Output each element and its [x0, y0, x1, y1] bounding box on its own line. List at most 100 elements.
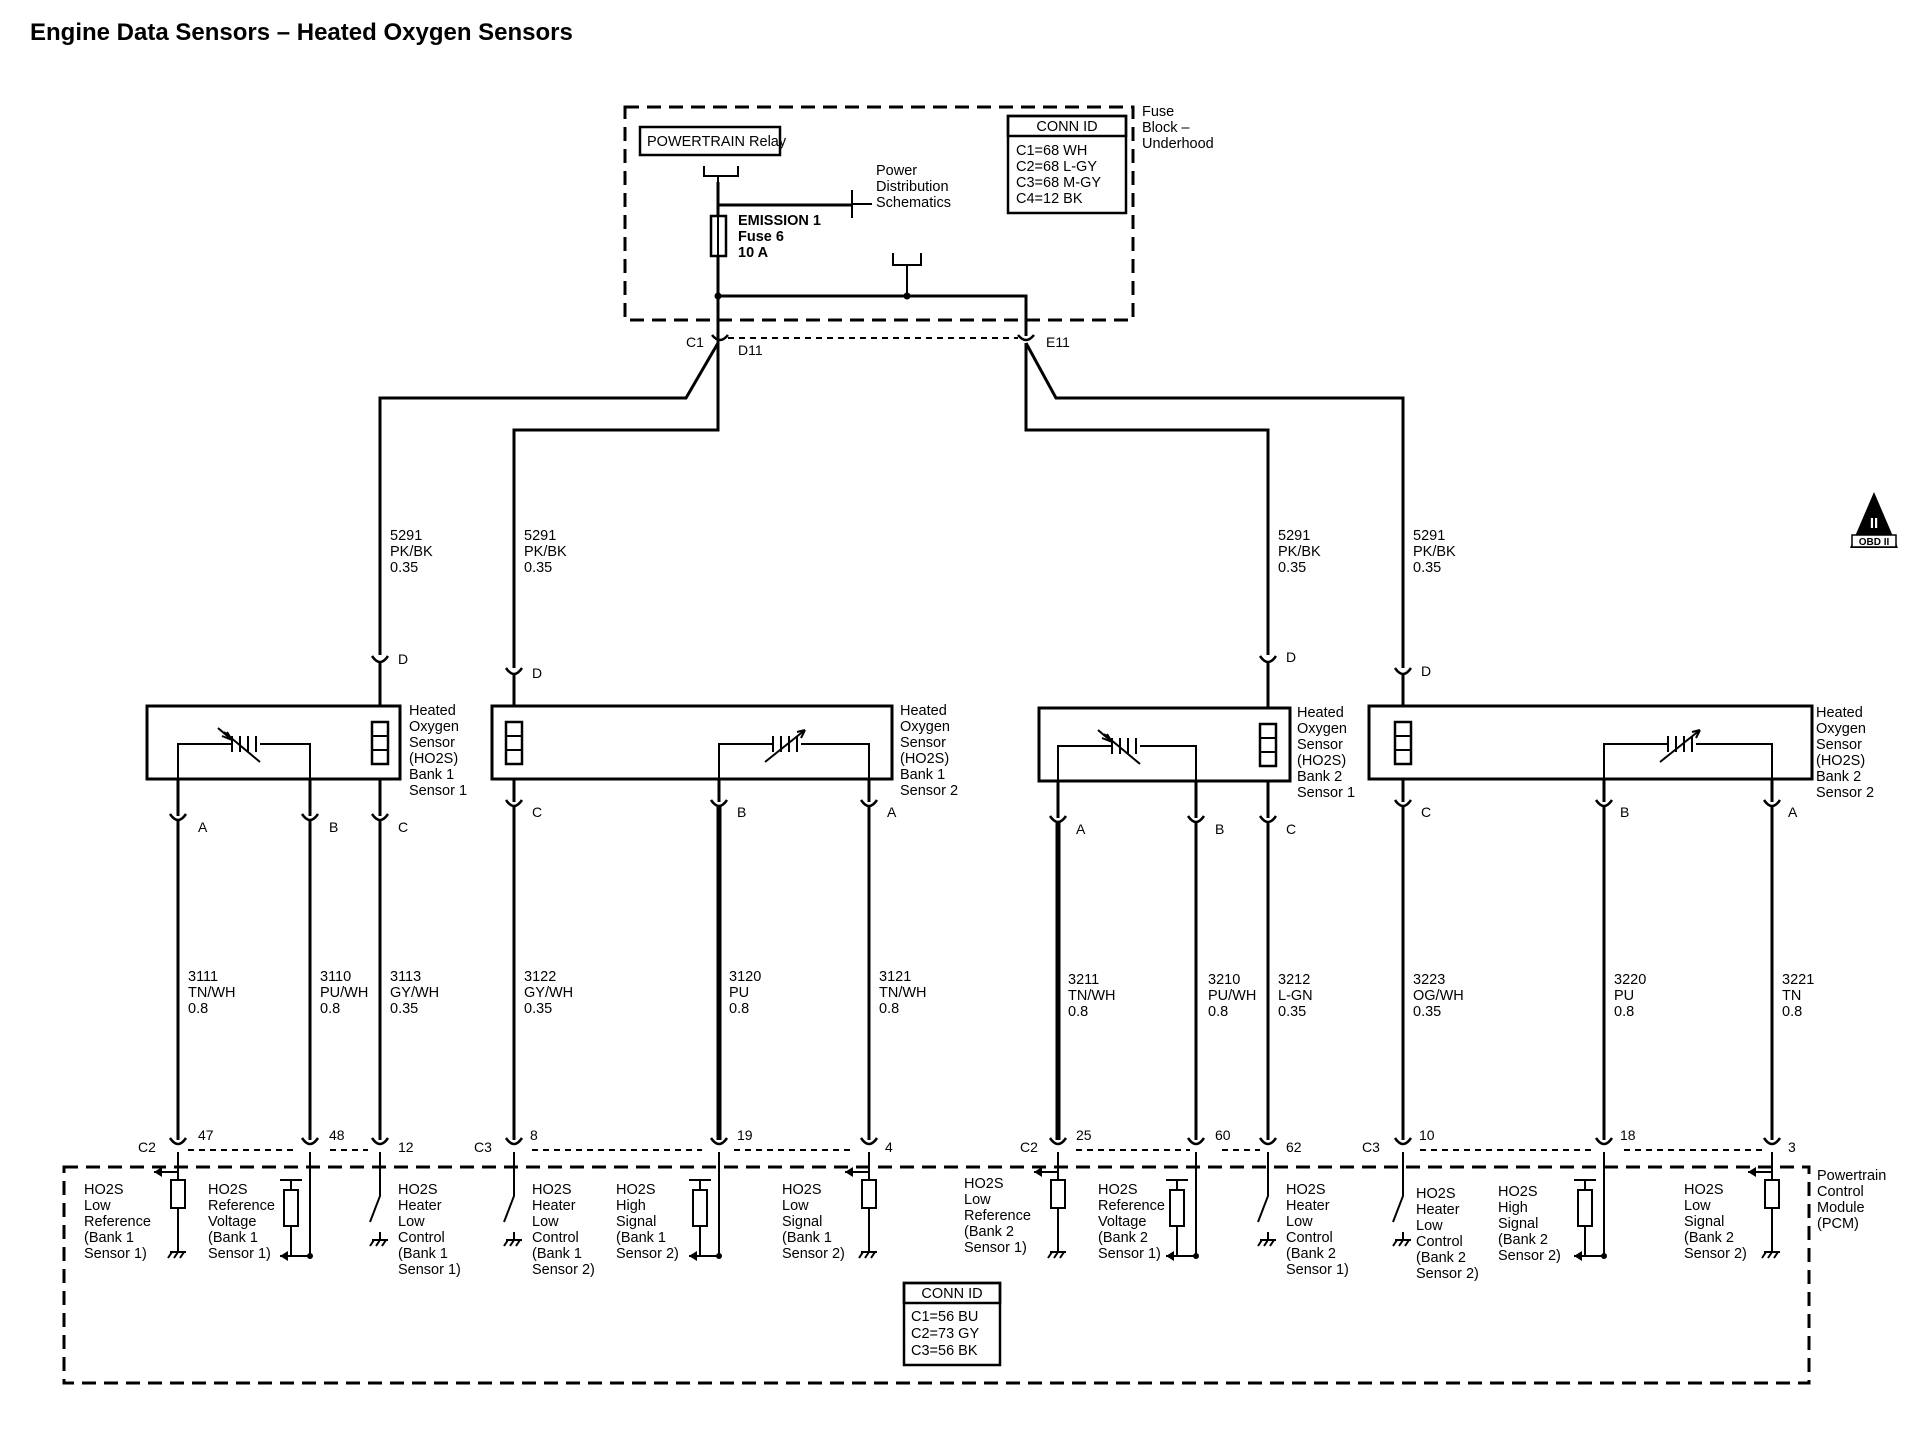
supply-wire-routing — [378, 342, 1405, 668]
arrow-icon — [1748, 1167, 1756, 1177]
pcm-pin-number: 12 — [398, 1139, 414, 1155]
ground-icon — [1392, 1239, 1411, 1247]
sensor-pin-label: A — [198, 819, 208, 835]
low-side-switch-icon — [503, 1152, 515, 1240]
low-reference-trace — [845, 1152, 870, 1173]
resistor-icon — [861, 1179, 877, 1209]
pcm-pin-number: 8 — [530, 1127, 538, 1143]
arrow-icon — [154, 1167, 162, 1177]
splice-pack-icon — [892, 253, 922, 296]
pcm-pin-icon — [370, 1137, 390, 1146]
junction-dot — [1193, 1253, 1199, 1259]
resistor-icon — [692, 1189, 708, 1227]
sensor-pin-label: B — [1215, 821, 1224, 837]
bias-trace — [1574, 1179, 1604, 1257]
pcm-pin-icon — [709, 1137, 729, 1146]
fuse-block-conn-id-title: CONN ID — [1036, 119, 1097, 135]
pcm-pin-icon — [859, 1137, 879, 1146]
low-reference-trace — [154, 1152, 179, 1173]
pcm-pin-icon — [1762, 1137, 1782, 1146]
pcm-pin-number: 47 — [198, 1127, 214, 1143]
junction-dot — [1601, 1253, 1607, 1259]
pcm-pin-number: 4 — [885, 1139, 893, 1155]
sensor-bottom-connectors — [168, 779, 1782, 1146]
pcm-pin-icon — [168, 1137, 188, 1146]
pcm-conn-id-box: CONN ID C1=56 BU C2=73 GY C3=56 BK — [902, 1281, 1002, 1367]
obd-ii-badge: II OBD II — [1850, 492, 1898, 548]
sensor-d-connectors — [370, 655, 1413, 708]
sensor-pin-label: B — [737, 804, 746, 820]
ground-icon — [858, 1251, 877, 1259]
pcm-pin-icon — [1186, 1137, 1206, 1146]
powertrain-relay-label: POWERTRAIN Relay — [647, 134, 787, 150]
pcm-pin-number: 25 — [1076, 1127, 1092, 1143]
pcm-label: Powertrain Control Module (PCM) — [1817, 1168, 1890, 1232]
sensing-cell-icon — [1057, 729, 1197, 781]
sensor-pin-label: A — [887, 804, 897, 820]
relay-contact-icon — [703, 166, 739, 182]
arrow-icon — [1166, 1251, 1174, 1261]
bias-trace — [689, 1179, 719, 1257]
pcm-pin-number: 60 — [1215, 1127, 1231, 1143]
heater-element-icon — [370, 720, 390, 766]
ho2s-bank1-sensor1 — [145, 704, 402, 781]
sensor-pin-label: A — [1788, 804, 1798, 820]
sensor-pin-label: C — [1421, 804, 1431, 820]
sensor-name: Heated Oxygen Sensor (HO2S) Bank 2 Senso… — [1297, 705, 1355, 801]
pcm-pin-number: 48 — [329, 1127, 345, 1143]
sensing-cell-icon — [1603, 729, 1773, 779]
sensor-pin-label: C — [532, 804, 542, 820]
sensing-cell-icon — [718, 729, 870, 779]
bias-trace — [280, 1179, 310, 1257]
sensor-pin-label: A — [1076, 821, 1086, 837]
low-side-switch-icon — [1257, 1152, 1269, 1240]
ground-icon — [167, 1251, 186, 1259]
powertrain-relay-box — [638, 125, 782, 157]
ho2s-bank2-sensor1 — [1037, 706, 1292, 783]
arrow-icon — [280, 1251, 288, 1261]
ho2s-bank1-sensor2 — [490, 704, 894, 781]
junction-dot — [307, 1253, 313, 1259]
heater-element-icon — [1258, 722, 1278, 768]
pcm-pin-number: 19 — [737, 1127, 753, 1143]
pcm-pin-icon — [300, 1137, 320, 1146]
arrow-icon — [689, 1251, 697, 1261]
pcm-pin-icon — [1393, 1137, 1413, 1146]
ground-icon — [369, 1239, 388, 1247]
resistor-icon — [1577, 1189, 1593, 1227]
sensor-pin-d-label: D — [398, 651, 408, 667]
low-reference-trace — [1748, 1152, 1773, 1173]
pcm-pin-icon — [1048, 1137, 1068, 1146]
supply-wire-label: 5291 PK/BK 0.35 — [390, 528, 437, 576]
pcm-conn-ids: C1=56 BU C2=73 GY C3=56 BK — [911, 1309, 983, 1359]
pcm-connector-label: C2 — [1020, 1139, 1038, 1155]
resistor-icon — [170, 1179, 186, 1209]
obd-badge-numeral: II — [1870, 515, 1878, 532]
connector-c1-label: C1 — [686, 334, 704, 350]
ground-icon — [503, 1239, 522, 1247]
pcm-pin-icon — [1258, 1137, 1278, 1146]
junction-dot — [716, 1253, 722, 1259]
pcm-pin-number: 62 — [1286, 1139, 1302, 1155]
bias-trace — [1166, 1179, 1196, 1257]
pcm-pin-number: 10 — [1419, 1127, 1435, 1143]
page-title: Engine Data Sensors – Heated Oxygen Sens… — [30, 19, 573, 46]
